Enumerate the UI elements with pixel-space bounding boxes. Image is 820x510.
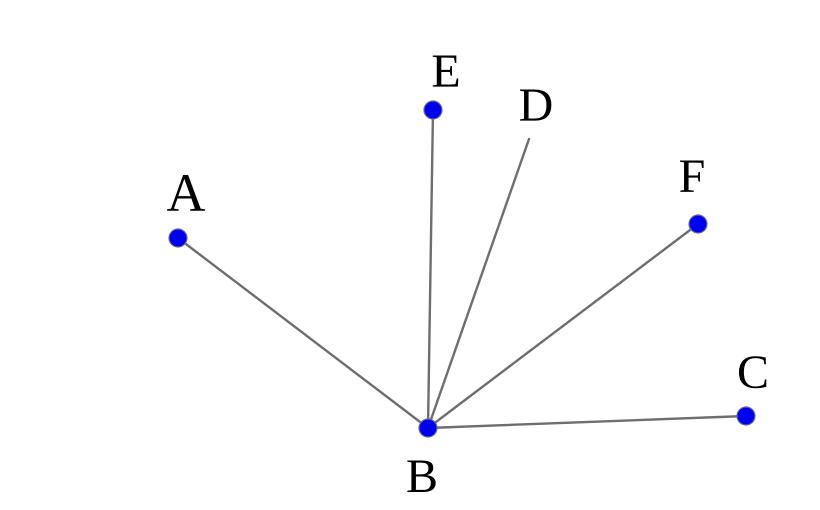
- label-a: A: [167, 163, 206, 223]
- point-b: [418, 418, 438, 438]
- label-c: C: [737, 346, 769, 399]
- label-e: E: [431, 45, 460, 98]
- segment-bc: [426, 414, 748, 430]
- point-a: [168, 228, 188, 248]
- labels-group: A E D F C B: [167, 45, 770, 503]
- segment-be: [426, 108, 435, 430]
- label-b: B: [406, 450, 438, 503]
- segment-bd: [426, 137, 531, 430]
- point-e: [423, 100, 443, 120]
- points-group: [168, 100, 756, 438]
- segment-bf: [426, 222, 700, 430]
- label-f: F: [679, 150, 706, 203]
- segments-group: [176, 108, 748, 430]
- label-d: D: [519, 79, 554, 132]
- point-c: [736, 406, 756, 426]
- segment-ba: [176, 236, 430, 430]
- point-f: [688, 214, 708, 234]
